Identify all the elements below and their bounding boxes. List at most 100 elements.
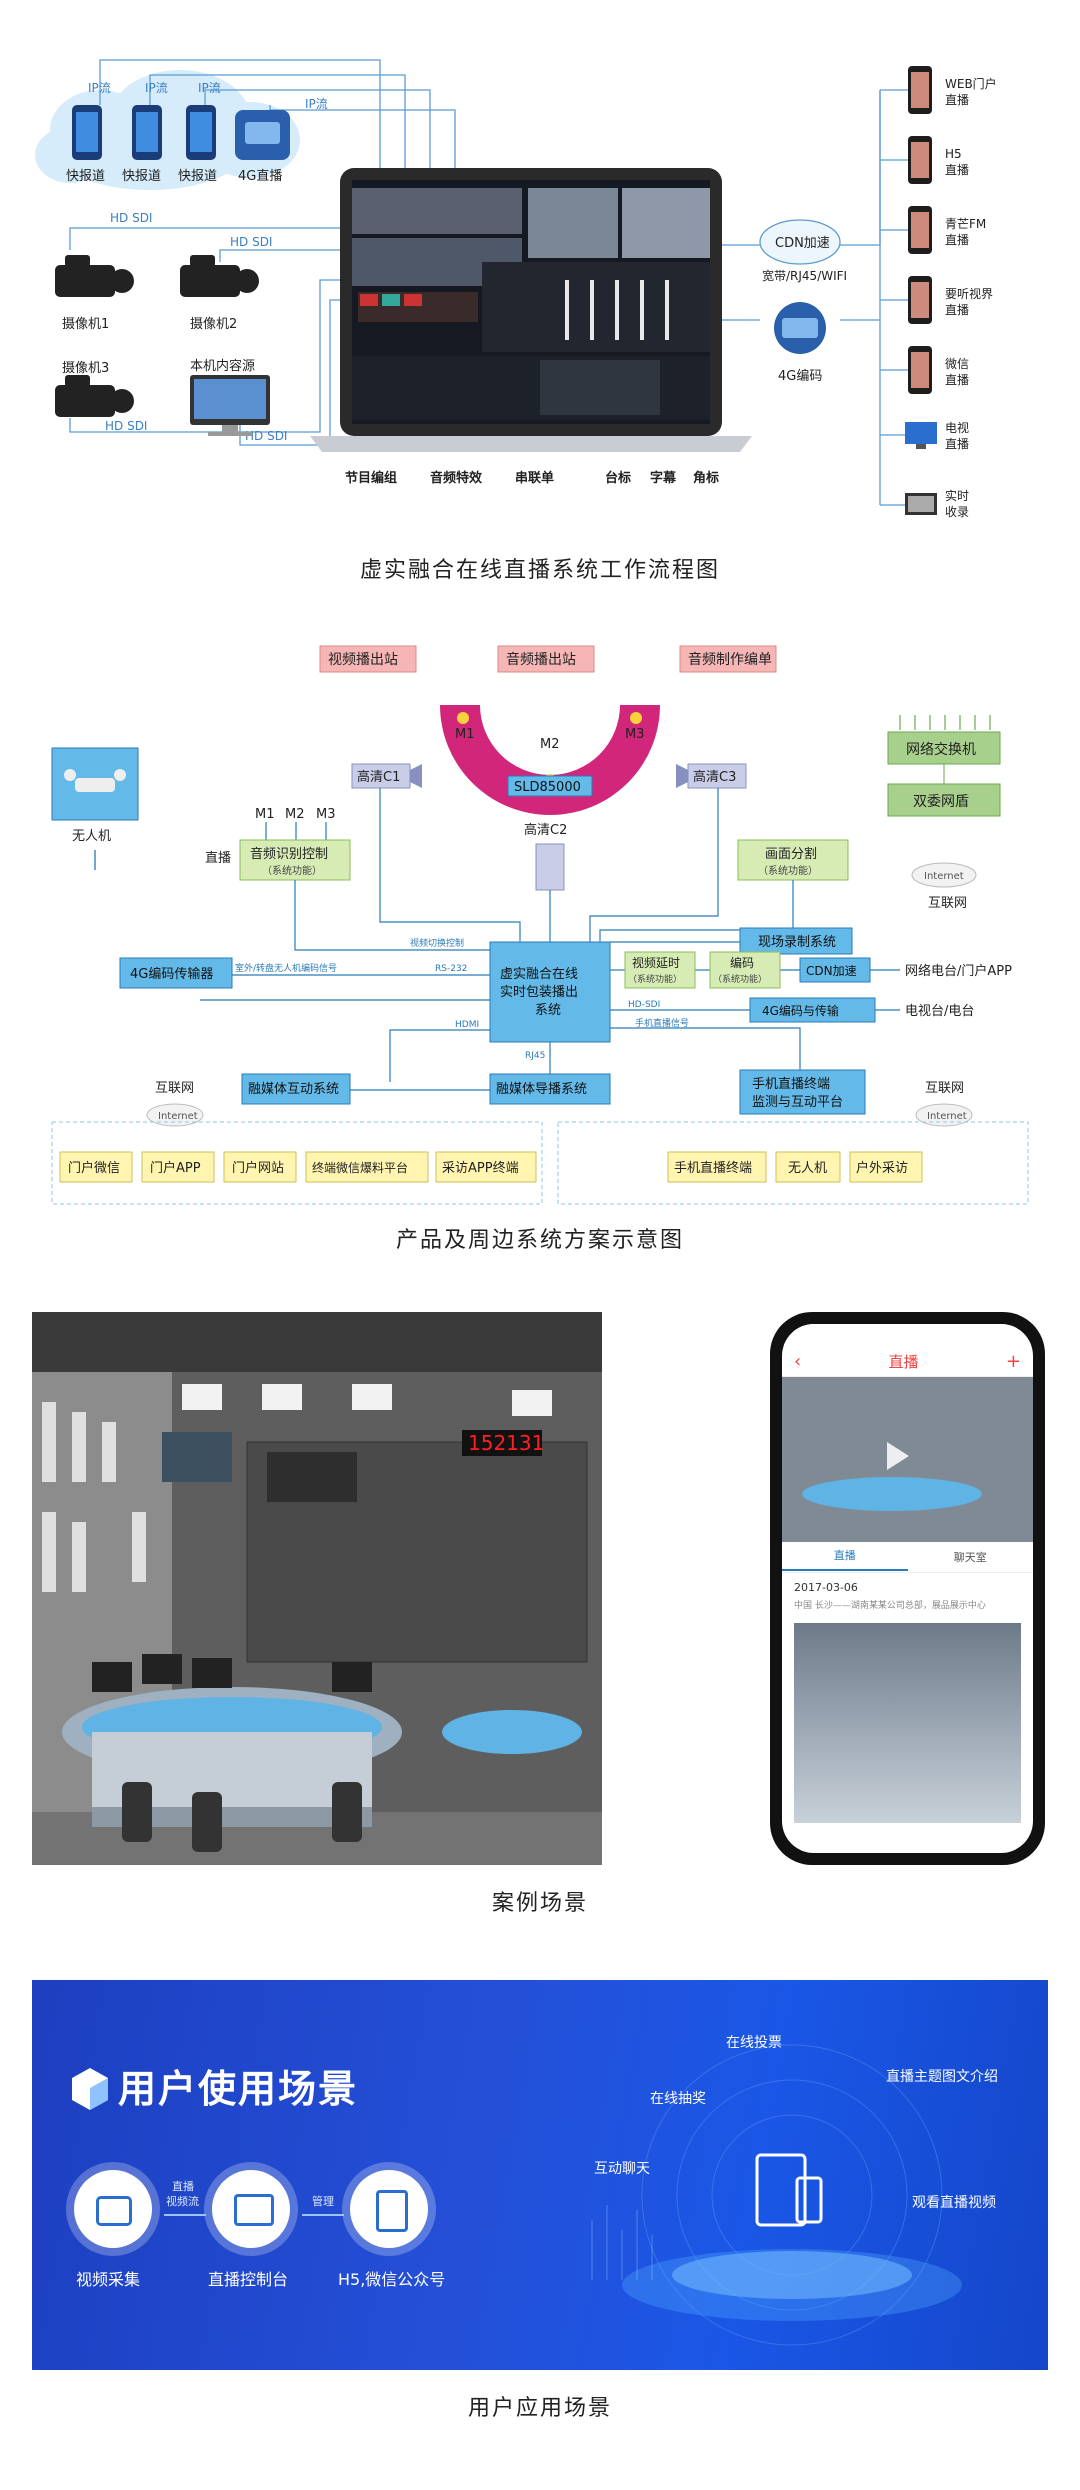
live-video[interactable] <box>782 1377 1033 1542</box>
flow-arrow <box>302 2214 344 2216</box>
console-icon <box>234 2194 274 2226</box>
hd-sdi-label: HD SDI <box>110 211 152 225</box>
bottom-right-item: 户外采访 <box>856 1160 908 1176</box>
output-label: 直播 <box>945 93 969 107</box>
video-camera-icon <box>55 255 134 297</box>
phone-label-2: 快报道 <box>122 169 161 184</box>
network-switch-box <box>887 731 1001 765</box>
media-guide-label: 融媒体导播系统 <box>496 1082 587 1097</box>
media-guide-box <box>489 1073 611 1105</box>
device-icon <box>755 2153 823 2227</box>
phone-device-3 <box>186 105 216 160</box>
flow-label: 视频采集 <box>76 2270 141 2289</box>
flow-arrow <box>164 2214 206 2216</box>
hd-sdi-label: HD SDI <box>230 235 272 249</box>
desk-model: SLD85000 <box>514 780 581 795</box>
camera-label-2: 摄像机2 <box>190 317 237 332</box>
video-delay-box <box>624 951 696 989</box>
enc-4g-label: 4G编码 <box>778 369 822 384</box>
video-capture-node <box>74 2170 152 2248</box>
mic-label: M2 <box>285 807 305 822</box>
studio-photo: 152131 <box>32 1312 602 1865</box>
field-record-label: 现场录制系统 <box>758 935 836 950</box>
output-label: 要听视界 <box>945 286 993 301</box>
cam-c3-label: 高清C3 <box>693 769 736 785</box>
line-label: RJ45 <box>525 1051 545 1061</box>
laptop-label: 串联单 <box>515 470 554 486</box>
line-label: 室外/转盘无人机编码信号 <box>235 962 337 974</box>
social-icons <box>256 1111 334 1129</box>
tab-chat[interactable]: 聊天室 <box>953 1551 987 1564</box>
phone-label-1: 快报道 <box>66 169 105 184</box>
sys-func-label: （系统功能） <box>758 864 818 877</box>
bottom-left-item: 门户网站 <box>232 1160 284 1176</box>
center-system-box <box>489 941 611 1043</box>
studio-clock: 152131 <box>468 1431 544 1455</box>
internet-cn-label: 互联网 <box>928 896 967 911</box>
output-label: 直播 <box>945 303 969 317</box>
internet-cloud-icon <box>911 862 977 888</box>
sys-func-label: （系统功能） <box>262 864 322 877</box>
play-icon[interactable] <box>887 1442 909 1470</box>
audio-station-box <box>497 645 595 673</box>
output-label: 实时 <box>945 488 969 503</box>
internet-cn-label: 互联网 <box>925 1081 964 1096</box>
right-group <box>557 1121 1029 1205</box>
case-caption: 案例场景 <box>491 1891 588 1916</box>
user-scene-caption: 用户应用场景 <box>467 2396 612 2421</box>
ip-label: IP流 <box>305 97 328 111</box>
sys-func-label: （系统功能） <box>713 973 767 985</box>
cam-c2-label: 高清C2 <box>524 822 567 838</box>
cube-logo-icon <box>72 2068 108 2110</box>
cdn-label: CDN加速 <box>775 236 830 251</box>
output-label: 直播 <box>945 163 969 177</box>
left-group <box>51 1121 543 1205</box>
laptop-label: 字幕 <box>650 470 677 486</box>
camera-c2-icon <box>535 843 565 891</box>
bottom-right-item: 无人机 <box>788 1161 827 1176</box>
add-icon[interactable]: + <box>1005 1350 1021 1372</box>
split-label: 画面分割 <box>765 846 817 862</box>
bottom-left-item: 终端微信爆料平台 <box>312 1160 408 1175</box>
mic-label: M3 <box>625 727 645 742</box>
ip-label: IP流 <box>88 81 111 95</box>
hd-sdi-label: HD SDI <box>105 419 147 433</box>
encoder-4g-icon <box>235 110 290 160</box>
line-label: 手机直播信号 <box>635 1017 689 1029</box>
internet-label: Internet <box>927 1111 967 1122</box>
output-label: WEB门户 <box>945 76 997 91</box>
phone-device-1 <box>72 105 102 160</box>
internet-cloud-icon <box>915 1103 973 1127</box>
bottom-left-item: 采访APP终端 <box>442 1160 519 1176</box>
tab-live[interactable]: 直播 <box>782 1543 908 1571</box>
workflow-diagram: IP流 IP流 IP流 IP流 HD SDI HD SDI HD SDI HD … <box>35 59 997 519</box>
center-label: 系统 <box>535 1003 561 1018</box>
video-camera-icon <box>96 2196 132 2226</box>
tv-icon <box>905 422 937 449</box>
output-label: 直播 <box>945 233 969 247</box>
audio-ctrl-box <box>239 839 351 881</box>
user-scene-banner: 用户使用场景 直播 视频流 管理 视频采集 直播控制台 H5,微信公众号 在线投… <box>32 1980 1048 2370</box>
internet-label: Internet <box>158 1111 198 1122</box>
camera-c1-icon <box>410 764 422 788</box>
post-image[interactable] <box>794 1623 1021 1823</box>
phone-monitor-label: 手机直播终端 <box>752 1076 830 1092</box>
encode-label: 编码 <box>730 955 754 970</box>
enc-4g-box-label: 4G编码传输器 <box>130 966 213 982</box>
mobile-icon <box>376 2190 408 2232</box>
ip-label: IP流 <box>198 81 221 95</box>
post-date: 2017-03-06 <box>794 1581 858 1594</box>
phone-monitor-box <box>739 1069 866 1115</box>
phone-label-3: 快报道 <box>178 169 217 184</box>
back-icon[interactable]: ‹ <box>794 1350 802 1372</box>
pc-icon <box>905 493 937 515</box>
banner-title: 用户使用场景 <box>118 2067 359 2111</box>
video-station-box <box>319 645 417 673</box>
studio-desk-arc <box>440 705 660 815</box>
bottom-left-item: 门户APP <box>150 1160 201 1176</box>
flow-label: 直播控制台 <box>208 2270 289 2289</box>
line-label: HDMI <box>455 1020 479 1030</box>
system-caption: 产品及周边系统方案示意图 <box>395 1228 684 1253</box>
center-label: 实时包装播出 <box>500 985 578 1000</box>
bottom-left-item: 门户微信 <box>68 1160 120 1176</box>
